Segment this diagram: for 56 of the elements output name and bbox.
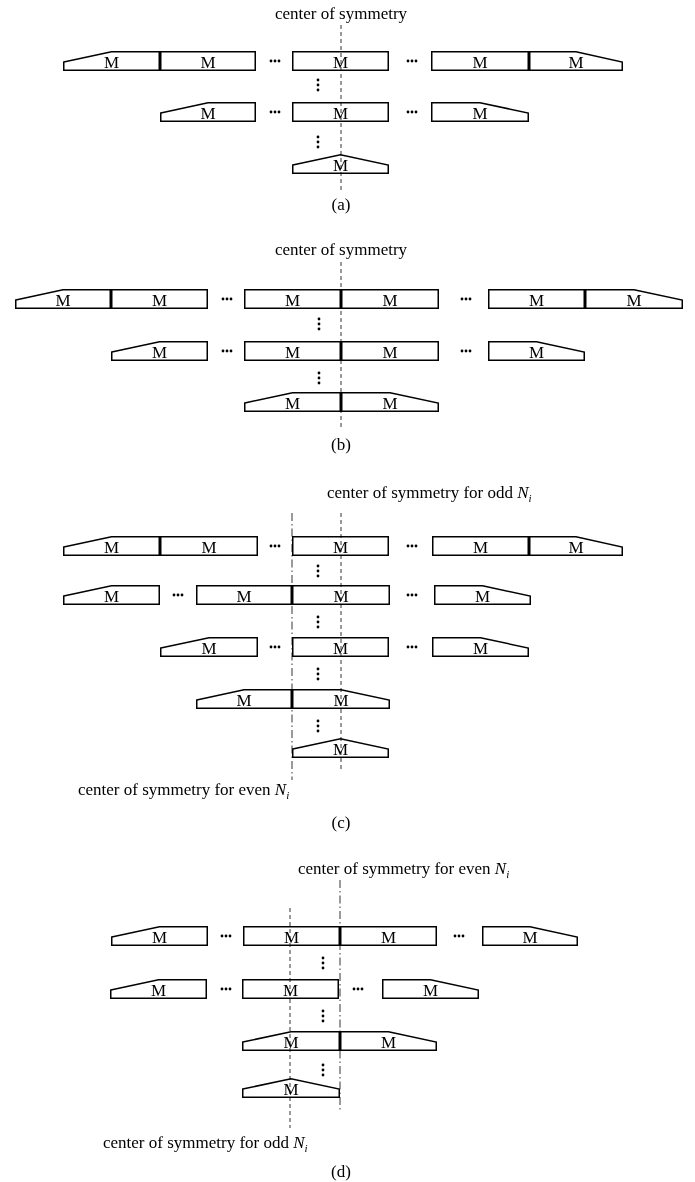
panel-label: (a) (331, 195, 351, 215)
segment-block: M (292, 689, 390, 709)
segment-block: M (585, 289, 683, 309)
segment-block: M (488, 341, 585, 361)
segment-block: M (432, 637, 529, 657)
segment-block: M (432, 536, 529, 556)
panel-label: (b) (331, 435, 351, 455)
segment-block: M (160, 536, 258, 556)
segment-block: M (292, 585, 390, 605)
symmetry-center-label: center of symmetry for even N$_{i}$ (78, 780, 290, 804)
segment-block: M (15, 289, 111, 309)
segment-block: M (431, 102, 529, 122)
segment-block: M (244, 392, 341, 412)
segment-block: M (341, 392, 439, 412)
segment-block: M (160, 637, 258, 657)
segment-block: M (160, 51, 256, 71)
symmetry-center-label: center of symmetry for even N$_{i}$ (298, 859, 510, 883)
segment-block: M (242, 1078, 340, 1098)
segment-block: M (340, 1031, 437, 1051)
segment-block: M (242, 979, 339, 999)
panel-label: (d) (331, 1162, 351, 1182)
segment-block: M (382, 979, 479, 999)
segment-block: M (292, 51, 389, 71)
segment-block: M (292, 536, 389, 556)
segment-block: M (196, 689, 292, 709)
symmetry-center-label: center of symmetry (274, 4, 408, 24)
segment-block: M (292, 102, 389, 122)
segment-block: M (63, 536, 160, 556)
segment-block: M (434, 585, 531, 605)
segment-block: M (244, 341, 341, 361)
segment-block: M (63, 585, 160, 605)
symmetry-center-label: center of symmetry for odd N$_{i}$ (103, 1133, 308, 1157)
segment-block: M (292, 738, 389, 758)
segment-block: M (160, 102, 256, 122)
panel-label: (c) (331, 813, 351, 833)
segment-block: M (482, 926, 578, 946)
segment-block: M (340, 926, 437, 946)
segment-block: M (111, 926, 208, 946)
segment-block: M (292, 154, 389, 174)
symmetry-center-label: center of symmetry for odd N$_{i}$ (327, 483, 532, 507)
segment-block: M (244, 289, 341, 309)
segment-block: M (431, 51, 529, 71)
segment-block: M (196, 585, 292, 605)
segment-block: M (529, 51, 623, 71)
segment-block: M (529, 536, 623, 556)
segment-block: M (341, 341, 439, 361)
segment-block: M (242, 1031, 340, 1051)
segment-block: M (292, 637, 389, 657)
segment-block: M (111, 341, 208, 361)
segment-block: M (110, 979, 207, 999)
segment-block: M (341, 289, 439, 309)
segment-block: M (63, 51, 160, 71)
segment-block: M (111, 289, 208, 309)
segment-block: M (243, 926, 340, 946)
symmetry-center-label: center of symmetry (274, 240, 408, 260)
segment-block: M (488, 289, 585, 309)
